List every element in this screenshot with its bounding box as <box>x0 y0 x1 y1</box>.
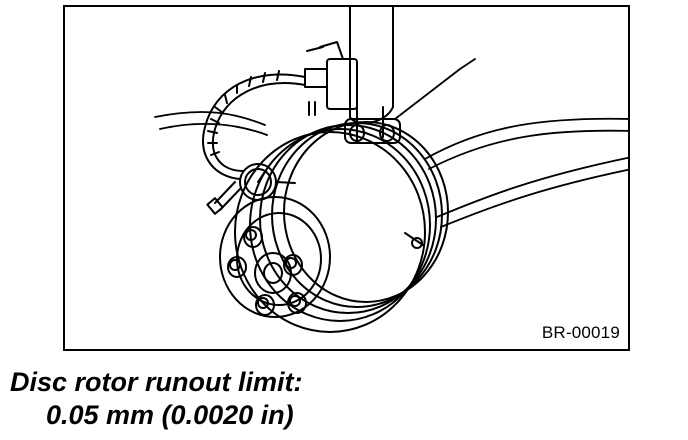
wheel-bolt <box>227 256 247 278</box>
diagram-drawing <box>154 7 628 333</box>
magnetic-base <box>304 41 358 116</box>
caption-title: Disc rotor runout limit: <box>10 367 303 397</box>
fender-arcs <box>154 58 628 228</box>
hub-bolts <box>227 226 307 316</box>
wheel-bolt <box>243 226 263 248</box>
gauge-arm <box>202 70 306 180</box>
wheel-bolt <box>255 294 275 316</box>
diagram-frame: BR-00019 <box>63 5 630 351</box>
figure-code: BR-00019 <box>541 323 620 342</box>
caption: Disc rotor runout limit: 0.05 mm (0.0020… <box>10 366 303 432</box>
caption-value: 0.05 mm (0.0020 in) <box>46 400 294 430</box>
wheel-bolt <box>283 254 303 276</box>
disc-rotor <box>219 121 449 333</box>
wheel-bolt <box>287 292 307 314</box>
